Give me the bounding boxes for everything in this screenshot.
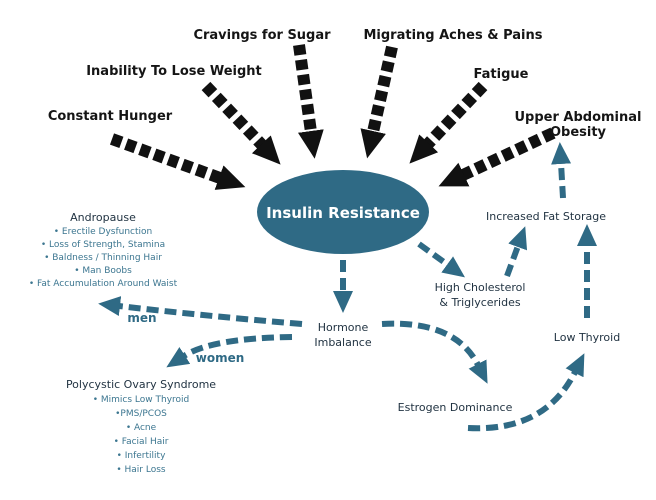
andropause-item: • Baldness / Thinning Hair (44, 253, 162, 263)
pcos-item: • Acne (126, 423, 157, 433)
pcos-item: • Mimics Low Thyroid (93, 395, 190, 405)
arrow-to-upper-abdominal (551, 142, 572, 199)
andropause-title: Andropause (70, 211, 136, 224)
fat-storage-label: Increased Fat Storage (486, 210, 606, 223)
women-label: women (196, 351, 245, 365)
symptom-migrating-aches: Migrating Aches & Pains (363, 28, 542, 43)
andropause-item: • Man Boobs (74, 266, 132, 276)
arrow-to-estrogen (381, 320, 488, 384)
arrow-to-andropause (98, 296, 303, 327)
arrow-cravings-sugar (293, 44, 324, 159)
arrow-migrating-aches (360, 45, 398, 159)
symptom-arrows (109, 44, 556, 190)
estrogen-dominance-label: Estrogen Dominance (398, 401, 513, 414)
symptom-upper-abdominal: Upper Abdominal (514, 110, 641, 125)
andropause-item: • Erectile Dysfunction (54, 227, 152, 237)
flow-arrows (98, 142, 597, 432)
arrow-inability-lose-weight (201, 81, 281, 165)
men-label: men (127, 311, 156, 325)
low-thyroid-label: Low Thyroid (554, 331, 620, 344)
arrow-estrogen-to-thyroid (467, 353, 585, 432)
insulin-resistance-node (257, 170, 429, 254)
cholesterol-label-line2: & Triglycerides (439, 296, 520, 309)
arrow-to-fat-storage (504, 226, 528, 278)
pcos-item: • Hair Loss (116, 465, 166, 475)
hormone-imbalance-label-line2: Imbalance (314, 336, 371, 349)
pcos-item: • Infertility (117, 451, 166, 461)
andropause-item: • Fat Accumulation Around Waist (29, 279, 178, 289)
pcos-item: •PMS/PCOS (115, 409, 167, 419)
hormone-imbalance-label-line1: Hormone (318, 321, 369, 334)
pcos-item: • Facial Hair (114, 437, 169, 447)
cholesterol-label-line1: High Cholesterol (435, 281, 526, 294)
arrow-to-cholesterol (417, 241, 466, 278)
symptom-fatigue: Fatigue (474, 67, 529, 82)
arrow-constant-hunger (109, 133, 246, 190)
andropause-item: • Loss of Strength, Stamina (41, 240, 165, 250)
arrow-upper-abdominal (438, 127, 556, 187)
symptom-constant-hunger: Constant Hunger (48, 109, 173, 124)
symptom-cravings-sugar: Cravings for Sugar (193, 28, 331, 43)
arrow-fatigue (409, 81, 488, 164)
symptom-inability-lose-weight: Inability To Lose Weight (86, 64, 262, 79)
symptom-obesity: Obesity (550, 125, 607, 140)
andropause-block: Andropause • Erectile Dysfunction • Loss… (29, 211, 178, 289)
pcos-block: Polycystic Ovary Syndrome • Mimics Low T… (66, 378, 216, 475)
pcos-title: Polycystic Ovary Syndrome (66, 378, 216, 391)
insulin-resistance-label: Insulin Resistance (266, 204, 420, 222)
